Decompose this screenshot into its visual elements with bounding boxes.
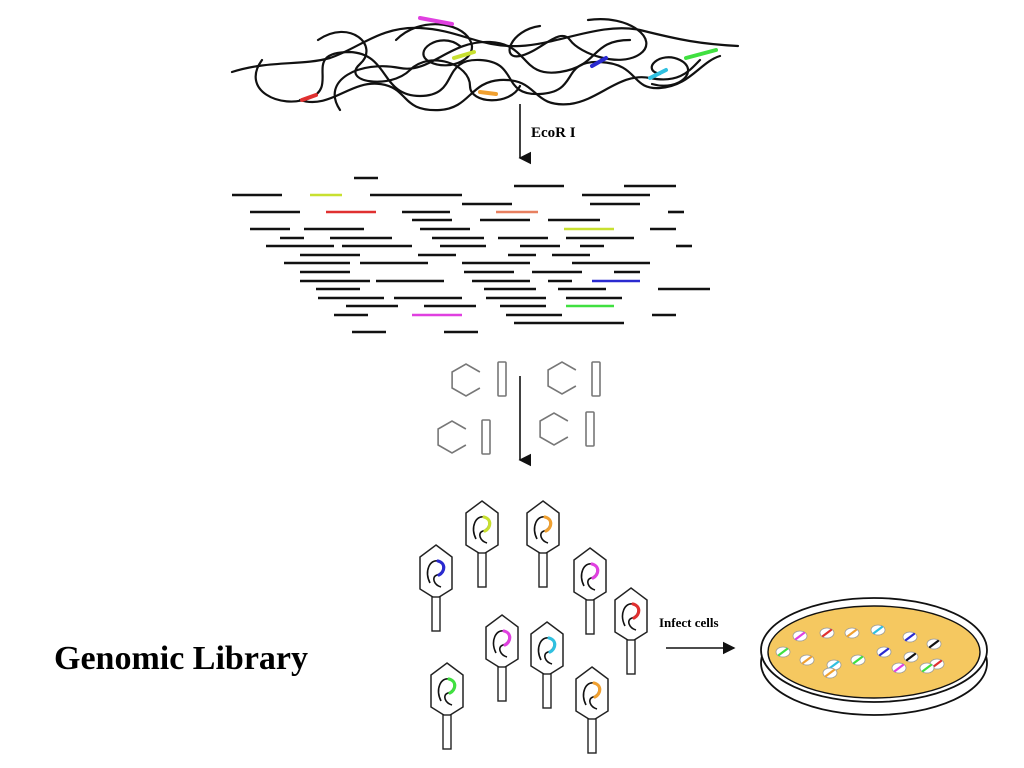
recombinant-phage (573, 547, 607, 635)
recombinant-phage (430, 662, 464, 750)
recombinant-phage (465, 500, 499, 588)
recombinant-phage (530, 621, 564, 709)
colony-plaque (822, 667, 838, 679)
vector-hexagon (451, 363, 481, 397)
recombinant-phage (526, 500, 560, 588)
recombinant-phage (419, 544, 453, 632)
vector-fragment (481, 419, 491, 455)
vector-fragment (585, 411, 595, 447)
petri-dish (760, 597, 988, 716)
colony-plaque (876, 646, 892, 658)
vector-hexagon (539, 412, 569, 446)
colony-plaque (902, 631, 918, 643)
colony-plaque (775, 646, 791, 658)
genomic-dna-colored-segments (300, 16, 718, 102)
colony-plaque (826, 659, 842, 671)
colony-plaque (926, 638, 942, 650)
recombinant-phage (614, 587, 648, 675)
colony-plaque (792, 630, 808, 642)
vector-fragment (497, 361, 507, 397)
colony-plaque (799, 654, 815, 666)
recombinant-phages (419, 500, 648, 754)
colony-plaque (844, 627, 860, 639)
genomic-dna-tangle (230, 18, 740, 112)
colony-plaque (903, 651, 919, 663)
dna-fragments (232, 176, 710, 334)
vector-fragment (591, 361, 601, 397)
colony-plaque (891, 662, 907, 674)
colony-plaque (870, 624, 886, 636)
dish-medium (767, 605, 981, 699)
colony-plaque (850, 654, 866, 666)
colony-plaque (919, 662, 935, 674)
page-title: Genomic Library (54, 640, 309, 677)
recombinant-phage (485, 614, 519, 702)
infect-label: Infect cells (659, 615, 719, 630)
phage-vectors (437, 361, 601, 455)
enzyme-label: EcoR I (531, 125, 576, 141)
vector-hexagon (437, 420, 467, 454)
recombinant-phage (575, 666, 609, 754)
colony-plaque (819, 627, 835, 639)
vector-hexagon (547, 361, 577, 395)
colonies (775, 624, 945, 679)
